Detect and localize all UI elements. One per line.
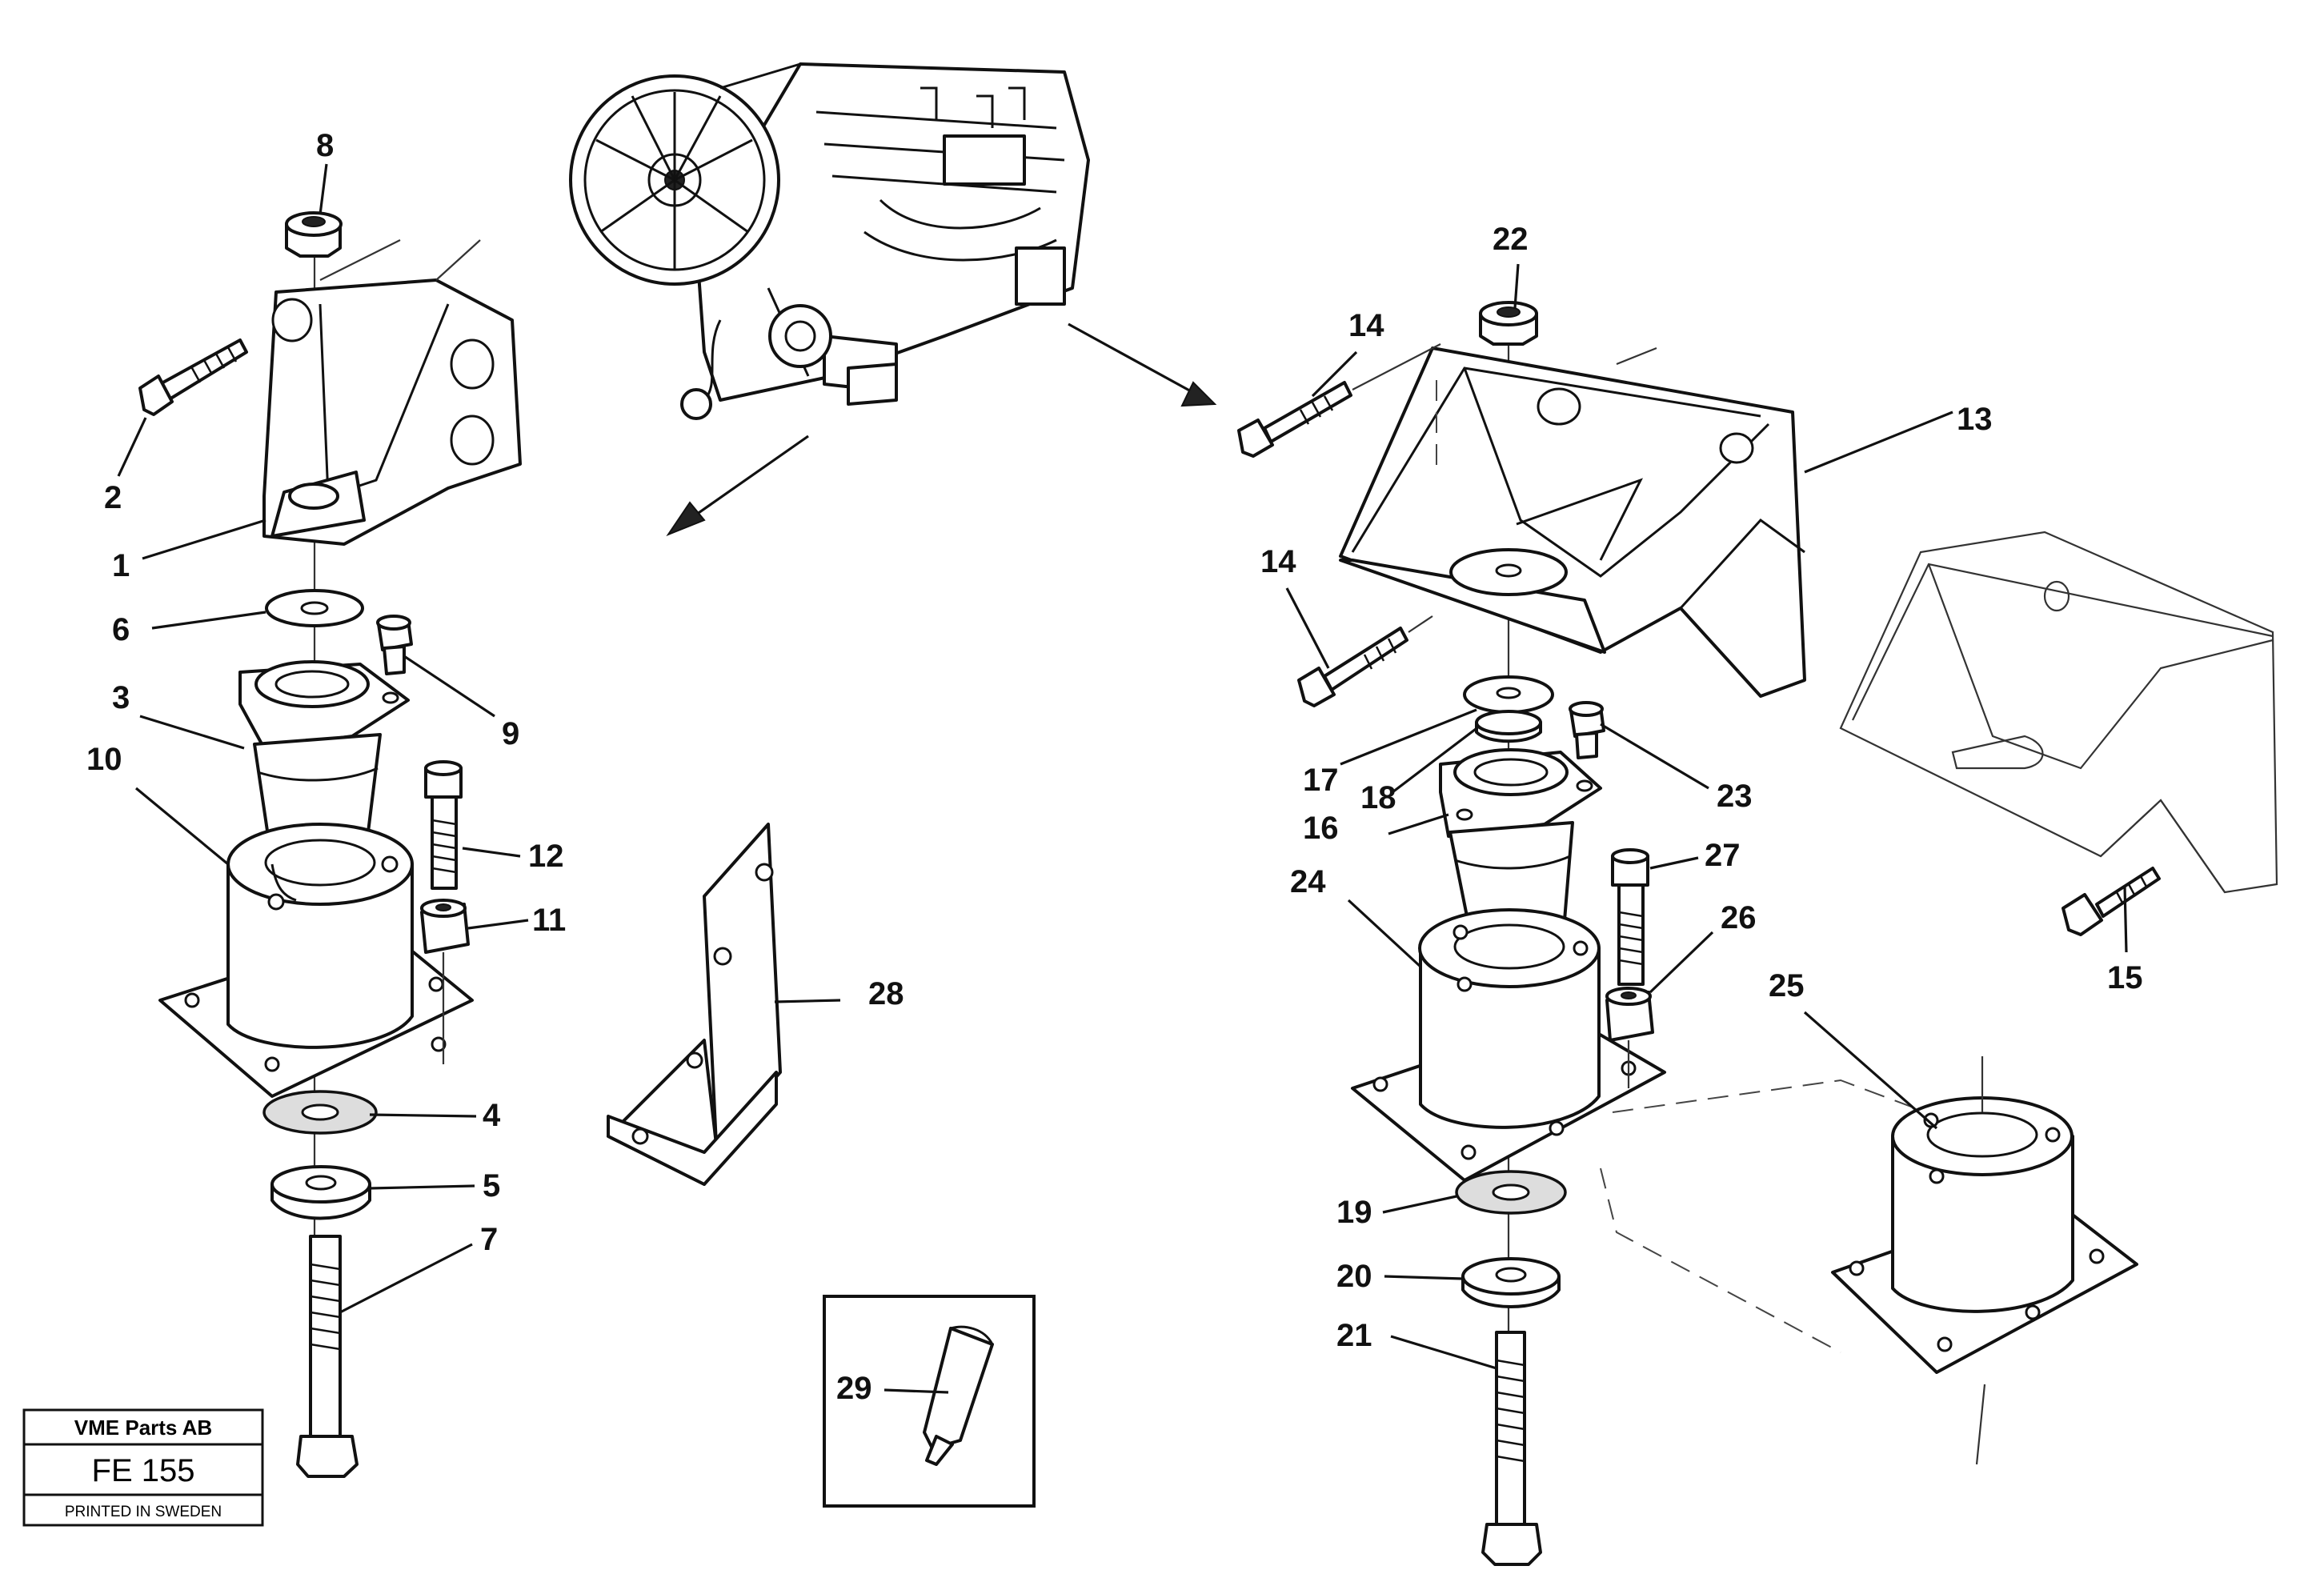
callout-19: 19 [1336,1195,1372,1230]
callout-11: 11 [532,903,566,938]
nut-8 [285,211,343,258]
callout-18: 18 [1360,780,1396,815]
callout-3: 3 [112,680,130,715]
callout-5: 5 [483,1168,500,1204]
washer-18 [1475,710,1542,743]
washer-17 [1463,675,1554,714]
callout-21: 21 [1336,1318,1372,1353]
callout-2: 2 [104,480,122,515]
engine-illustration [569,62,1090,420]
inset-29 [823,1295,1036,1508]
pad-19 [1455,1170,1567,1215]
callout-17: 17 [1303,763,1339,798]
callout-26: 26 [1721,900,1757,935]
bolt-15 [2062,867,2161,936]
callout-10: 10 [86,742,122,777]
callout-24: 24 [1290,864,1326,899]
housing-10 [158,823,474,1098]
callout-29: 29 [836,1371,872,1406]
title-block-code: FE 155 [92,1453,195,1488]
callout-20: 20 [1336,1259,1372,1294]
callout-14-upper: 14 [1348,308,1384,343]
plate-28 [607,823,782,1186]
callout-14-lower: 14 [1260,544,1296,579]
leader-lines [117,163,2128,1394]
ghost-bracket [1839,531,2278,894]
bracket-13 [1339,346,1806,698]
callout-27: 27 [1705,838,1741,873]
bolt-9 [376,615,413,675]
bracket-1 [262,239,522,546]
arrow-to-rear-mount [1068,322,1217,407]
title-block-printed: PRINTED IN SWEDEN [65,1504,222,1520]
callout-28: 28 [868,976,904,1011]
housing-25 [1600,1056,2138,1465]
callout-23: 23 [1717,779,1753,814]
callout-22: 22 [1493,222,1529,257]
callout-8: 8 [316,128,334,163]
right-mount-assembly [1237,301,2278,1566]
washer-20 [1461,1257,1561,1308]
callout-9: 9 [502,716,519,751]
bolt-21 [1481,1331,1542,1566]
rubber-mount-16 [1439,748,1602,934]
bolt-12 [424,760,463,890]
left-mount-assembly [138,211,522,1478]
callout-13: 13 [1957,402,1993,437]
title-block-company: VME Parts AB [74,1416,212,1440]
callout-15: 15 [2107,960,2143,995]
callout-16: 16 [1303,811,1339,846]
callout-6: 6 [112,612,130,647]
nut-22 [1479,301,1538,346]
bolt-14-upper [1237,343,1441,458]
title-block: VME Parts AB FE 155 PRINTED IN SWEDEN [22,1408,264,1527]
pad-4 [262,1090,378,1135]
housing-24 [1351,908,1666,1182]
bolt-23 [1569,701,1605,759]
bolt-14-lower [1297,615,1433,707]
callout-25: 25 [1769,968,1805,1003]
callout-7: 7 [480,1222,498,1257]
washer-5 [270,1165,371,1220]
bolt-27 [1611,848,1649,986]
rubber-mount-3 [238,660,410,847]
callout-labels: 8 2 1 6 9 3 10 12 11 4 5 7 28 29 22 14 1… [86,128,2143,1406]
callout-4: 4 [483,1098,501,1133]
callout-1: 1 [112,548,130,583]
spacer-11 [420,899,470,954]
washer-6 [265,589,364,627]
arrow-to-front-mount [666,435,809,537]
bolt-7 [296,1235,359,1478]
spacer-26 [1605,987,1654,1042]
bolt-2 [138,338,248,416]
callout-12: 12 [528,839,564,874]
